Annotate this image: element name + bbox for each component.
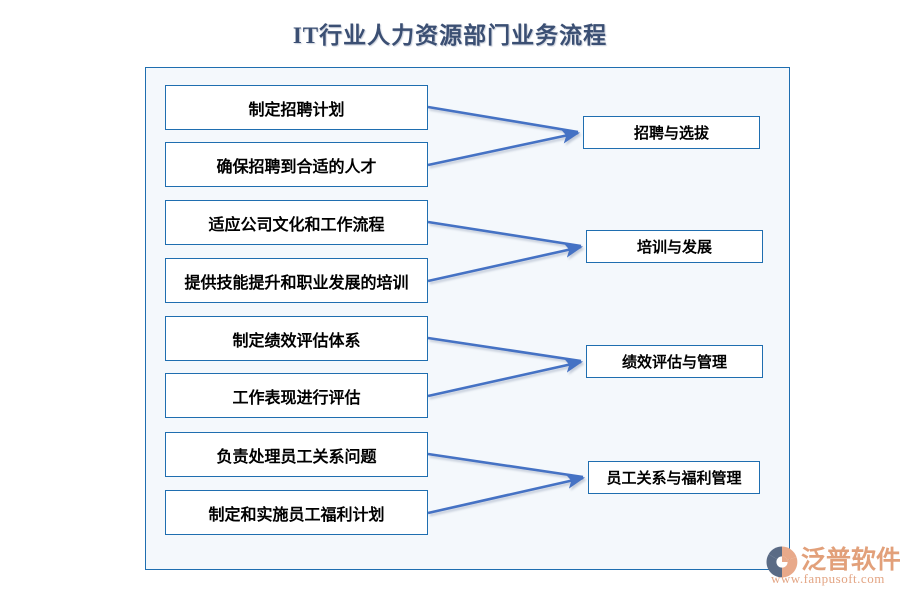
task-box[interactable]: 制定招聘计划 bbox=[165, 85, 428, 130]
watermark: 泛普软件 www.fanpusoft.com bbox=[765, 538, 900, 594]
task-box[interactable]: 制定绩效评估体系 bbox=[165, 316, 428, 361]
stage-box[interactable]: 培训与发展 bbox=[586, 230, 763, 263]
stage-label: 招聘与选拔 bbox=[633, 126, 709, 142]
task-box[interactable]: 制定和实施员工福利计划 bbox=[165, 490, 428, 535]
task-box[interactable]: 确保招聘到合适的人才 bbox=[165, 142, 428, 187]
stage-box[interactable]: 绩效评估与管理 bbox=[586, 345, 763, 378]
task-box[interactable]: 工作表现进行评估 bbox=[165, 373, 428, 418]
task-label: 负责处理员工关系问题 bbox=[216, 448, 377, 466]
task-box[interactable]: 负责处理员工关系问题 bbox=[165, 432, 428, 477]
stage-label: 员工关系与福利管理 bbox=[606, 471, 742, 487]
stage-label: 绩效评估与管理 bbox=[621, 355, 727, 371]
task-label: 制定招聘计划 bbox=[248, 101, 345, 119]
task-label: 制定绩效评估体系 bbox=[232, 332, 361, 350]
task-label: 确保招聘到合适的人才 bbox=[216, 158, 377, 176]
stage-box[interactable]: 员工关系与福利管理 bbox=[588, 461, 760, 494]
task-box[interactable]: 适应公司文化和工作流程 bbox=[165, 200, 428, 245]
watermark-brand: 泛普软件 bbox=[801, 547, 900, 574]
stage-label: 培训与发展 bbox=[636, 240, 712, 256]
page-title: IT行业人力资源部门业务流程 bbox=[292, 23, 608, 48]
task-label: 提供技能提升和职业发展的培训 bbox=[184, 274, 409, 292]
watermark-url: www.fanpusoft.com bbox=[771, 571, 885, 586]
task-label: 制定和实施员工福利计划 bbox=[208, 506, 385, 524]
task-box[interactable]: 提供技能提升和职业发展的培训 bbox=[165, 258, 428, 303]
task-label: 工作表现进行评估 bbox=[232, 389, 361, 407]
stage-box[interactable]: 招聘与选拔 bbox=[583, 116, 760, 149]
task-label: 适应公司文化和工作流程 bbox=[208, 216, 385, 234]
fanpu-circle-logo-icon bbox=[766, 546, 798, 578]
